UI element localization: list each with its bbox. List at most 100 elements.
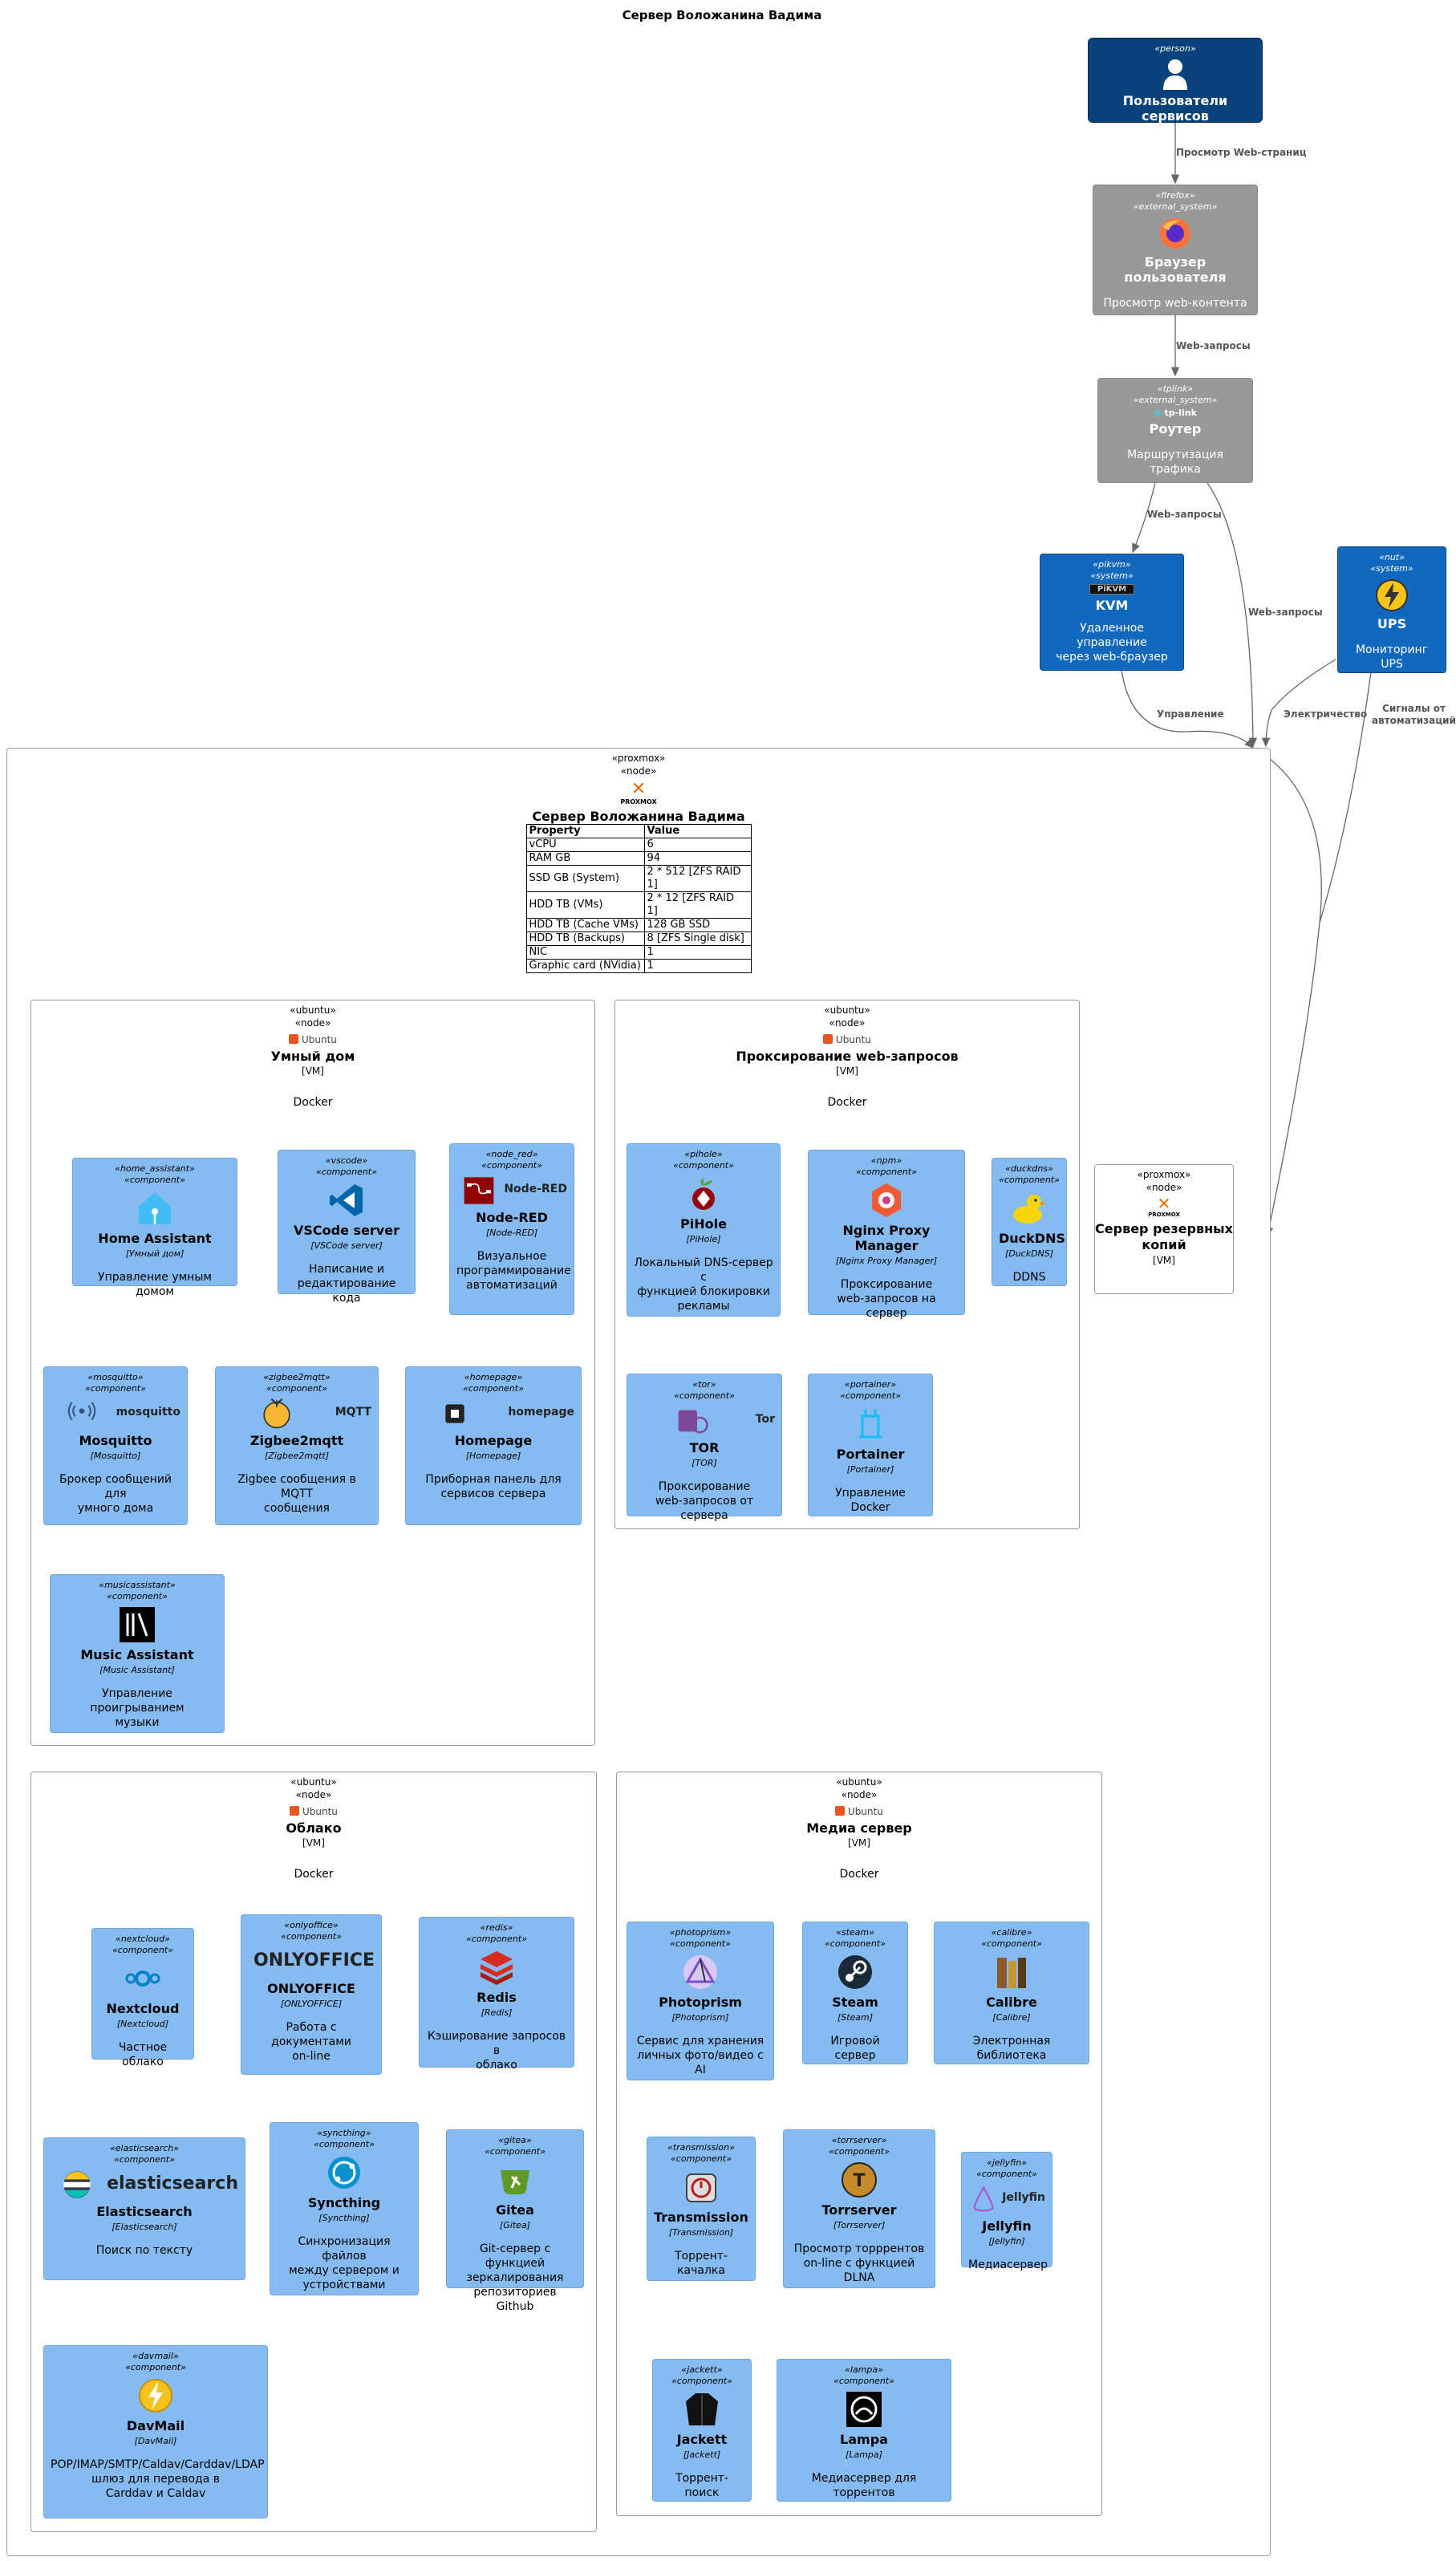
component-steam[interactable]: «steam»«component»Steam[Steam]Игровой се… (802, 1922, 908, 2064)
kvm-system[interactable]: «pikvm» «system» PiKVM KVM Удаленное упр… (1040, 554, 1184, 671)
elasticsearch-icon (63, 2171, 91, 2198)
table-cell: HDD TB (Backups) (525, 931, 645, 946)
table-cell: 2 * 512 [ZFS RAID 1] (643, 865, 752, 892)
table-header-cell: Value (643, 824, 752, 838)
diagram-title: Сервер Воложанина Вадима (622, 8, 822, 22)
ubuntu-logo: Ubuntu (31, 1806, 596, 1817)
table-cell: SSD GB (System) (525, 865, 645, 892)
edge-label-power: Электричество (1284, 708, 1368, 720)
kvm-stereotype-1: «pikvm» (1093, 559, 1131, 570)
component-name: Zigbee2mqtt (249, 1433, 344, 1448)
browser-stereotype-1: «firefox» (1155, 190, 1195, 201)
component-portainer[interactable]: «portainer»«component»Portainer[Portaine… (808, 1374, 933, 1516)
component-name: Redis (477, 1990, 517, 2005)
browser-system[interactable]: «firefox» «external_system» Браузер поль… (1093, 185, 1258, 315)
router-stereotype-2: «external_system» (1133, 395, 1218, 405)
component-desc: Частное облако (118, 2041, 168, 2068)
component-name: Portainer (836, 1447, 905, 1462)
vm-name: Проксирование web-запросов (736, 1049, 959, 1064)
component-desc: Игровой сервер (830, 2035, 880, 2062)
component-name: Nextcloud (106, 2001, 180, 2016)
component-vscode-server[interactable]: «vscode»«component»VSCode server[VSCode … (278, 1150, 416, 1305)
person-icon (1163, 59, 1187, 90)
router-desc: Маршрутизация трафика (1127, 448, 1223, 476)
logo-text: ONLYOFFICE (253, 1950, 375, 1970)
component-name: Homepage (454, 1433, 533, 1448)
component-gitea[interactable]: «gitea»«component»Gitea[Gitea]Git-сервер… (446, 2129, 584, 2313)
component-pihole[interactable]: «pihole»«component»PiHole[PiHole]Локальн… (627, 1143, 781, 1317)
component-stereotype: «transmission» (667, 2142, 735, 2153)
component-stereotype: «redis» (480, 1922, 513, 1933)
component-logo: MQTT (222, 1394, 371, 1430)
component-name: Transmission (654, 2210, 748, 2225)
component-davmail[interactable]: «davmail»«component»DavMail[DavMail]POP/… (43, 2345, 268, 2518)
component-nginx-proxy-manager[interactable]: «npm»«component»Nginx Proxy Manager[Ngin… (808, 1150, 965, 1320)
component-nextcloud[interactable]: «nextcloud»«component»Nextcloud[Nextclou… (91, 1928, 194, 2068)
davmail-icon (139, 2379, 172, 2413)
transmission-icon (686, 2173, 716, 2202)
users-person[interactable]: «person» Пользователи сервисов (1088, 38, 1263, 124)
component-name: Photoprism (659, 1995, 742, 2010)
component-stereotype: «component» (463, 1383, 524, 1394)
homepage-icon (445, 1404, 464, 1423)
component-tech: [TOR] (691, 1458, 717, 1468)
component-stereotype: «lampa» (845, 2364, 883, 2375)
component-name: Lampa (840, 2432, 888, 2447)
users-name: Пользователи сервисов (1122, 93, 1228, 124)
table-cell: RAM GB (525, 851, 645, 866)
component-name: Torrserver (821, 2202, 897, 2218)
zigbee2mqtt-icon (263, 1398, 291, 1429)
component-redis[interactable]: «redis»«component»Redis[Redis]Кэшировани… (419, 1917, 574, 2072)
router-system[interactable]: «tplink» «external_system» ◉ tp-link Роу… (1097, 378, 1253, 483)
component-syncthing[interactable]: «syncthing»«component»Syncthing[Syncthin… (270, 2122, 419, 2295)
component-logo: Jellyfin (968, 2180, 1045, 2215)
table-cell: HDD TB (VMs) (525, 891, 645, 919)
component-calibre[interactable]: «calibre»«component»Calibre[Calibre]Элек… (934, 1922, 1089, 2064)
ups-stereotype-1: «nut» (1379, 552, 1405, 562)
component-name: Syncthing (307, 2195, 381, 2210)
component-photoprism[interactable]: «photoprism»«component»Photoprism[Photop… (627, 1922, 774, 2080)
component-duckdns[interactable]: «duckdns»«component»DuckDNS[DuckDNS]DDNS (992, 1158, 1067, 1286)
component-stereotype: «component» (316, 1167, 377, 1177)
docker-label: Docker (293, 1096, 333, 1109)
component-tech: [Jackett] (683, 2449, 721, 2460)
component-stereotype: «component» (825, 1938, 886, 1949)
component-home-assistant[interactable]: «home_assistant»«component»Home Assistan… (72, 1158, 237, 1298)
component-stereotype: «component» (125, 2362, 186, 2372)
ups-desc: Мониторинг UPS (1355, 643, 1429, 671)
component-logo: mosquitto (51, 1394, 180, 1430)
component-transmission[interactable]: «transmission»«component»Transmission[Tr… (647, 2137, 756, 2281)
ups-system[interactable]: «nut» «system» UPS Мониторинг UPS (1337, 546, 1446, 673)
component-jackett[interactable]: «jackett»«component»Jackett[Jackett]Торр… (652, 2359, 752, 2502)
component-stereotype: «elasticsearch» (109, 2143, 180, 2153)
nextcloud-icon (125, 1970, 160, 1987)
component-lampa[interactable]: «lampa»«component»Lampa[Lampa]Медиасерве… (777, 2359, 951, 2502)
edge-label-view-web: Просмотр Web-страниц (1176, 147, 1307, 158)
component-name: VSCode server (294, 1223, 399, 1238)
vm-type: [VM] (836, 1065, 858, 1077)
component-tech: [Photoprism] (671, 2012, 729, 2023)
docker-label: Docker (827, 1096, 867, 1109)
table-row: HDD TB (Cache VMs)128 GB SSD (525, 918, 752, 932)
backup-server-node[interactable]: «proxmox» «node» ✕PROXMOX Сервер резервн… (1094, 1164, 1234, 1294)
component-music-assistant[interactable]: «musicassistant»«component»Music Assista… (50, 1574, 225, 1733)
proxmox-logo: ✕PROXMOX (620, 779, 657, 806)
edge-signals-up (1319, 632, 1379, 923)
lightning-icon (1376, 579, 1408, 611)
backup-stereotype-2: «node» (1146, 1182, 1182, 1193)
component-name: DuckDNS (999, 1231, 1065, 1246)
component-stereotype: «jellyfin» (986, 2157, 1028, 2168)
component-stereotype: «component» (671, 2153, 732, 2164)
